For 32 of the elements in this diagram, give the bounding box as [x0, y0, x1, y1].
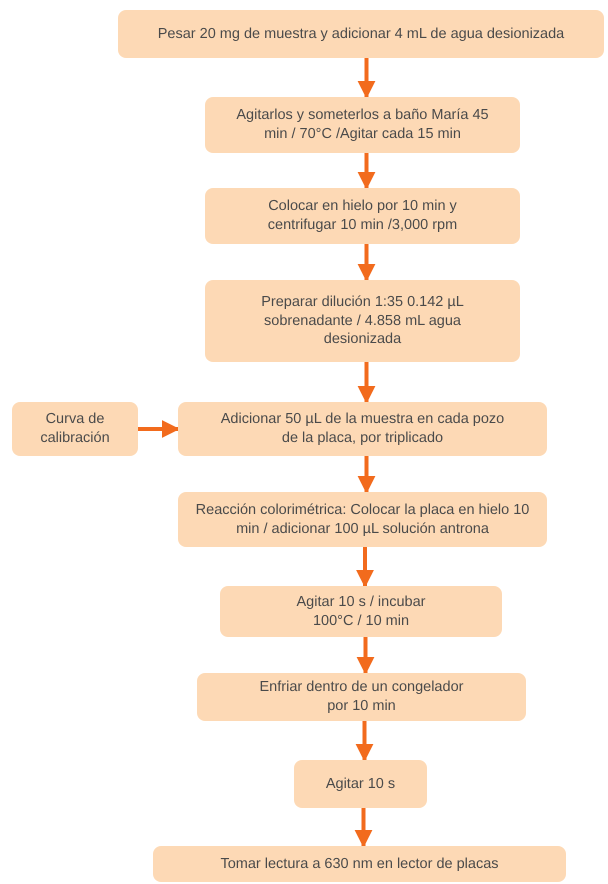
- process-box: [197, 673, 526, 721]
- process-box: [12, 402, 138, 456]
- step-text: Agitarlos y someterlos a baño María 45 min / 70°C /Agitar cada 15 min: [235, 106, 490, 144]
- process-box: [205, 97, 520, 153]
- arrow: [358, 244, 376, 282]
- process-box: [178, 402, 547, 456]
- arrow: [358, 456, 376, 494]
- step-text: Adicionar 50 µL de la muestra en cada pozo de la placa, por triplicado: [220, 410, 506, 448]
- arrow: [356, 547, 374, 588]
- step-text: Agitar 10 s: [326, 774, 396, 794]
- process-box: [220, 586, 502, 637]
- step-text: Preparar dilución 1:35 0.142 µL sobrenadante / 4.858 mL agua desionizada: [260, 292, 465, 350]
- arrow: [358, 362, 376, 404]
- step-text: Colocar en hielo por 10 min y centrifugar 10 min /3,000 rpm: [266, 197, 458, 235]
- arrow: [358, 153, 376, 190]
- step-text: Tomar lectura a 630 nm en lector de placas: [220, 854, 499, 874]
- process-box: [294, 760, 427, 808]
- step-text: Enfriar dentro de un congelador por 10 min: [258, 678, 464, 716]
- step-text: Pesar 20 mg de muestra y adicionar 4 mL de agua desionizada: [158, 24, 564, 44]
- arrow: [358, 58, 376, 99]
- step-text: Curva de calibración: [39, 410, 111, 448]
- process-box: [205, 280, 520, 362]
- arrow: [138, 420, 180, 438]
- arrow: [356, 721, 374, 762]
- arrow: [354, 808, 372, 848]
- process-box: [153, 846, 566, 882]
- process-box: [178, 492, 547, 547]
- step-text: Reacción colorimétrica: Colocar la placa en hielo 10 min / adicionar 100 µL solución antrona: [194, 500, 530, 538]
- arrow: [356, 637, 374, 675]
- process-box: [118, 10, 604, 58]
- process-box: [205, 188, 520, 244]
- step-text: Agitar 10 s / incubar 100°C / 10 min: [296, 592, 426, 630]
